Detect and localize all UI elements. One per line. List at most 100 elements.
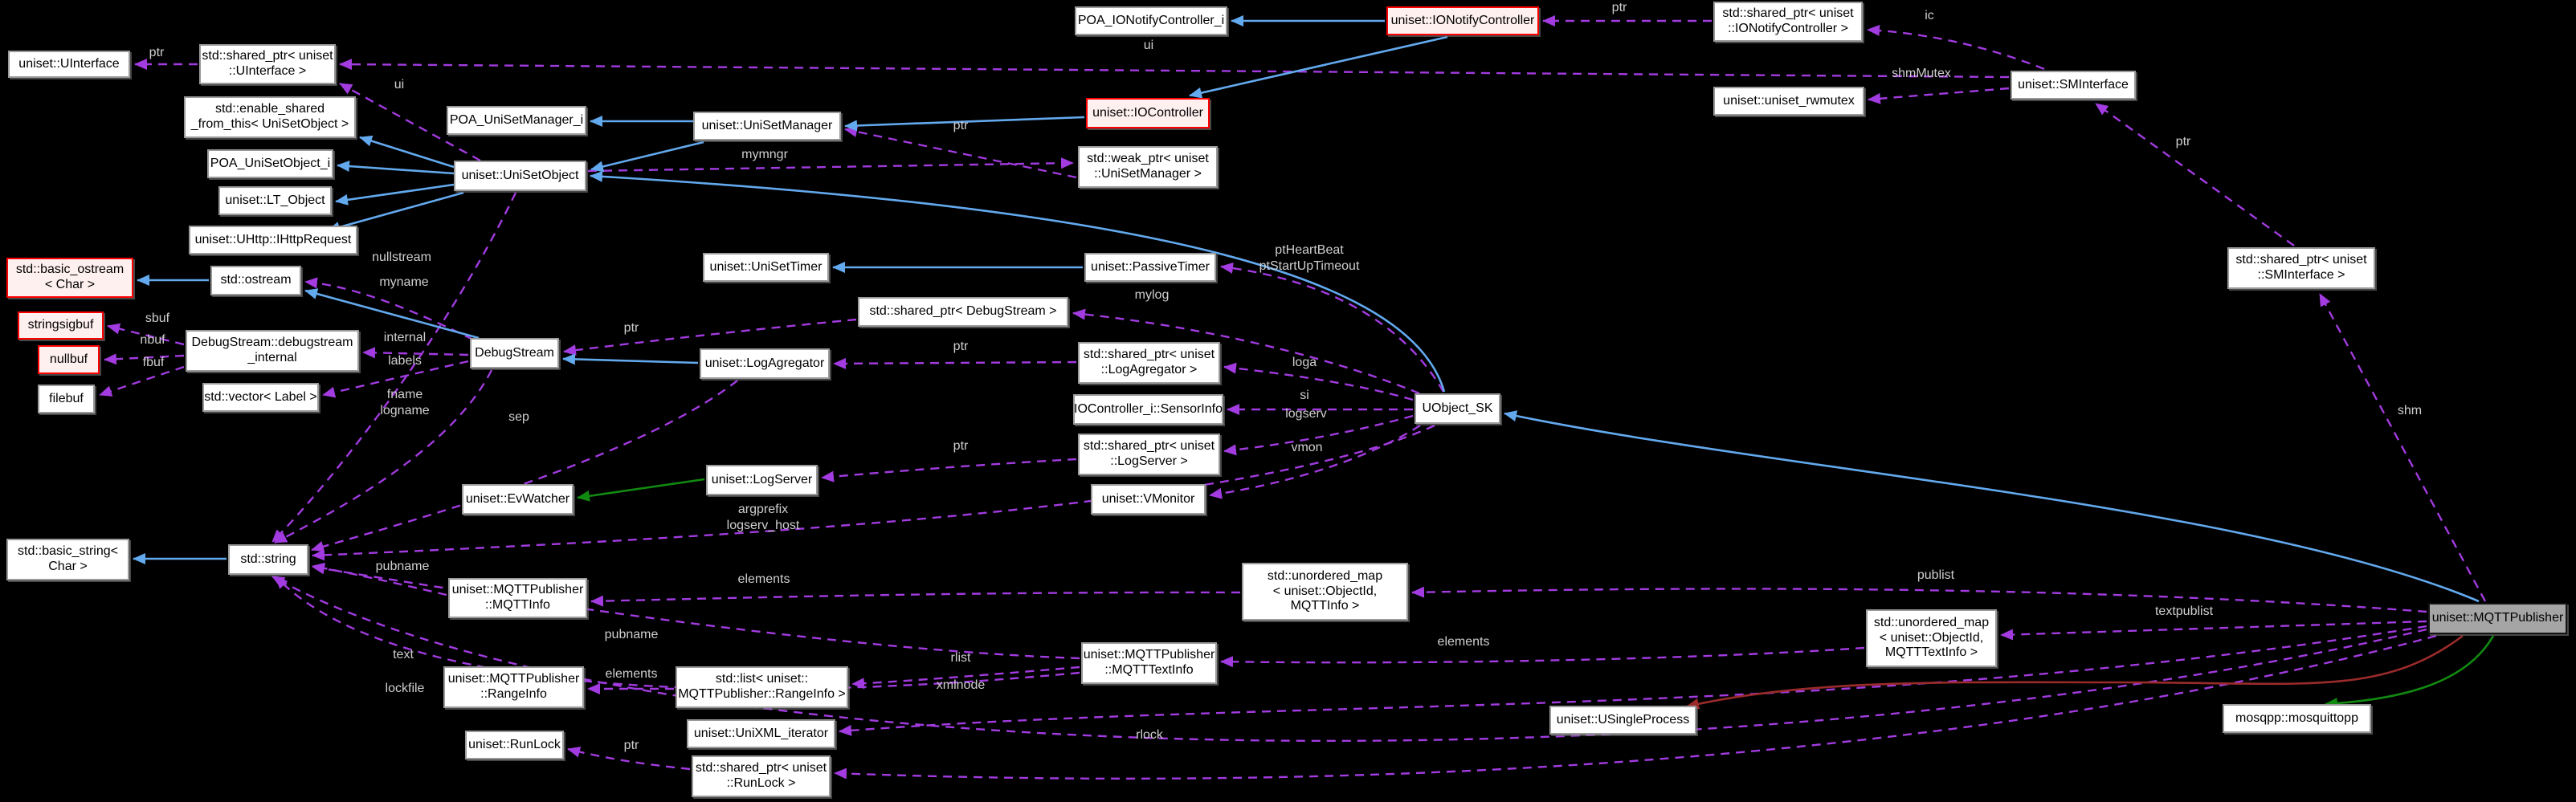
edge-label-sminterface-sp_ionc-4: ic xyxy=(1925,9,1934,22)
edge-usobject-enable_shared-47 xyxy=(359,135,455,169)
edge-ds_internal-stringsigbuf-13 xyxy=(107,323,185,346)
edge-mqttpublisher-usingleprocess-60 xyxy=(1686,634,2464,710)
edge-label-mqtttextinfo-list_rangeinfo-35: rlist xyxy=(950,651,971,665)
edge-label-list_rangeinfo-rangeinfo-36: elements xyxy=(605,667,658,681)
edge-uobject_sk-sp_debugstream-9 xyxy=(1072,308,1420,395)
node-basic_string[interactable]: std::basic_string< Char > xyxy=(6,539,129,580)
edge-label-sp_logserver-logserver-24: ptr xyxy=(953,439,969,453)
edge-label-mqtttextinfo-string-33: text xyxy=(393,648,414,662)
node-poa_uso[interactable]: POA_UniSetObject_i xyxy=(207,149,333,178)
edge-label-sp_runlock-runlock-38: ptr xyxy=(623,739,639,752)
node-stringsigbuf[interactable]: stringsigbuf xyxy=(18,311,104,340)
edge-label-mqttpublisher-sp_sminterface-40: shm xyxy=(2397,404,2423,417)
edge-label-sp_debugstream-debugstream-10: ptr xyxy=(623,321,639,335)
node-sp_ionc[interactable]: std::shared_ptr< uniset ::IONotifyContro… xyxy=(1713,2,1863,42)
node-rangeinfo[interactable]: uniset::MQTTPublisher ::RangeInfo xyxy=(443,666,584,708)
node-uobject_sk[interactable]: UObject_SK xyxy=(1415,393,1500,424)
node-usingleprocess[interactable]: uniset::USingleProcess xyxy=(1549,706,1696,735)
node-sminterface[interactable]: uniset::SMInterface xyxy=(2011,71,2136,100)
edge-label-mqttpublisher-umap_mqttinfo-29: publist xyxy=(1917,568,1955,582)
node-sp_sminterface[interactable]: std::shared_ptr< uniset ::SMInterface > xyxy=(2227,247,2375,289)
node-sensorinfo[interactable]: IOController_i::SensorInfo xyxy=(1073,394,1223,425)
node-umap_mqttinfo[interactable]: std::unordered_map < uniset::ObjectId, M… xyxy=(1242,563,1408,621)
edge-label-debugstream-ostream-11: nullstream xyxy=(372,250,431,264)
node-runlock[interactable]: uniset::RunLock xyxy=(465,731,564,759)
edge-sp_logagregator-logagregator-20 xyxy=(833,357,1077,369)
edge-label-uobject_sk-string-26: argprefix logserv_host xyxy=(726,503,800,532)
node-filebuf[interactable]: filebuf xyxy=(38,385,95,413)
edge-logserver-evwatcher-58 xyxy=(577,478,705,502)
edge-label-sminterface-sp_uinterface-1: ui xyxy=(1143,39,1154,52)
node-mqttpublisher[interactable]: uniset::MQTTPublisher xyxy=(2428,603,2567,634)
node-mqtttextinfo[interactable]: uniset::MQTTPublisher ::MQTTTextInfo xyxy=(1081,642,1217,684)
node-ioc[interactable]: uniset::IOController xyxy=(1086,98,1210,128)
edge-label-weak_usm-usmanager-7: ptr xyxy=(953,119,969,132)
edge-uobject_sk-string-26 xyxy=(312,424,1435,561)
edge-mqttpublisher-string-34 xyxy=(271,575,2427,743)
edge-label-uobject_sk-vmonitor-25: vmon xyxy=(1291,441,1323,454)
edge-weak_usm-usmanager-7 xyxy=(844,126,1077,179)
node-sp_uinterface[interactable]: std::shared_ptr< uniset ::UInterface > xyxy=(199,44,336,84)
edge-mqttpublisher-uobject_sk-52 xyxy=(1504,410,2480,603)
edge-label-mqttpublisher-unixml_iter-37: xmlnode xyxy=(936,678,986,692)
edge-label-uobject_sk-sp_logserver-23: logserv xyxy=(1285,407,1327,421)
edge-label-uobject_sk-passivetimer-8: ptHeartBeat ptStartUpTimeout xyxy=(1259,243,1360,273)
node-vec_label[interactable]: std::vector< Label > xyxy=(202,383,319,412)
edge-label-debugstream-string-18: fname logname xyxy=(380,388,430,417)
edge-label-logagregator-string-19: sep xyxy=(508,410,529,424)
node-uhttp[interactable]: uniset::UHttp::IHttpRequest xyxy=(189,226,357,254)
node-ostream[interactable]: std::ostream xyxy=(210,266,301,295)
edge-label-uobject_sk-sensorinfo-22: si xyxy=(1300,389,1309,402)
node-poa_usm[interactable]: POA_UniSetManager_i xyxy=(447,106,586,135)
edge-debugstream-ds_internal-16 xyxy=(362,347,469,359)
node-logserver[interactable]: uniset::LogServer xyxy=(706,465,818,495)
node-sp_logagregator[interactable]: std::shared_ptr< uniset ::LogAgregator > xyxy=(1078,342,1220,384)
edge-label-mqttpublisher-sp_runlock-39: rlock xyxy=(1136,728,1163,742)
node-lt_object[interactable]: uniset::LT_Object xyxy=(218,186,332,215)
node-ds_internal[interactable]: DebugStream::debugstream _internal xyxy=(186,330,359,372)
node-uinterface[interactable]: uniset::UInterface xyxy=(8,51,130,78)
node-enable_shared[interactable]: std::enable_shared _from_this< UniSetObj… xyxy=(184,96,356,138)
edge-label-ds_internal-nullbuf-14: nbuf xyxy=(140,333,165,347)
node-umap_mqtttextinfo[interactable]: std::unordered_map < uniset::ObjectId, M… xyxy=(1866,609,1997,667)
node-vmonitor[interactable]: uniset::VMonitor xyxy=(1091,484,1206,515)
node-poa_ionc[interactable]: POA_IONotifyController_i xyxy=(1075,6,1227,35)
node-nullbuf[interactable]: nullbuf xyxy=(38,345,100,374)
node-mqttinfo[interactable]: uniset::MQTTPublisher ::MQTTInfo xyxy=(448,578,587,618)
edge-sp_runlock-runlock-38 xyxy=(567,746,691,771)
node-sp_runlock[interactable]: std::shared_ptr< uniset ::RunLock > xyxy=(692,755,831,797)
node-usmanager[interactable]: uniset::UniSetManager xyxy=(693,112,841,140)
edge-mqttpublisher-sp_runlock-39 xyxy=(834,634,2437,780)
edge-label-uobject_sk-sp_logagregator-21: loga xyxy=(1292,356,1317,369)
edge-debugstream-string-18 xyxy=(274,369,493,544)
node-debugstream[interactable]: DebugStream xyxy=(470,338,559,368)
edge-mqttpublisher-umap_mqttinfo-29 xyxy=(1411,586,2427,613)
edge-label-sp_uinterface-uinterface-0: ptr xyxy=(149,46,165,59)
edge-debugstream-vec_label-17 xyxy=(322,360,469,398)
edge-label-mqttinfo-string-27: pubname xyxy=(375,560,430,573)
node-basic_ostream[interactable]: std::basic_ostream < Char > xyxy=(6,258,133,298)
node-weak_usm[interactable]: std::weak_ptr< uniset ::UniSetManager > xyxy=(1078,146,1218,188)
node-ionc[interactable]: uniset::IONotifyController xyxy=(1386,6,1539,35)
node-rwmutex[interactable]: uniset::uniset_rwmutex xyxy=(1713,87,1864,116)
edge-mqttpublisher-mosquittopp-59 xyxy=(2325,635,2495,710)
node-mosquittopp[interactable]: mosqpp::mosquittopp xyxy=(2223,704,2371,733)
node-sp_debugstream[interactable]: std::shared_ptr< DebugStream > xyxy=(858,297,1068,327)
edge-usobject-lt_object-49 xyxy=(335,183,455,206)
node-unixml_iter[interactable]: uniset::UniXML_iterator xyxy=(687,719,835,748)
edge-label-usobject-string-12: myname xyxy=(379,275,429,289)
edge-umap_mqttinfo-mqttinfo-28 xyxy=(590,591,1241,607)
node-sp_logserver[interactable]: std::shared_ptr< uniset ::LogServer > xyxy=(1078,434,1220,475)
node-string[interactable]: std::string xyxy=(228,544,308,575)
edge-sp_sminterface-sminterface-41 xyxy=(2095,103,2295,246)
node-logagregator[interactable]: uniset::LogAgregator xyxy=(700,348,830,379)
edge-uobject_sk-usobject-51 xyxy=(590,170,1446,393)
node-list_rangeinfo[interactable]: std::list< uniset:: MQTTPublisher::Range… xyxy=(676,666,848,708)
edge-usobject-uhttp-50 xyxy=(327,191,464,233)
node-evwatcher[interactable]: uniset::EvWatcher xyxy=(462,484,574,515)
edge-umap_mqtttextinfo-mqtttextinfo-31 xyxy=(1220,646,1865,668)
node-usobject[interactable]: uniset::UniSetObject xyxy=(454,161,586,191)
node-passivetimer[interactable]: uniset::PassiveTimer xyxy=(1084,253,1216,282)
edge-usobject-sp_uinterface-2 xyxy=(339,82,481,162)
node-ustimer[interactable]: uniset::UniSetTimer xyxy=(703,253,829,282)
